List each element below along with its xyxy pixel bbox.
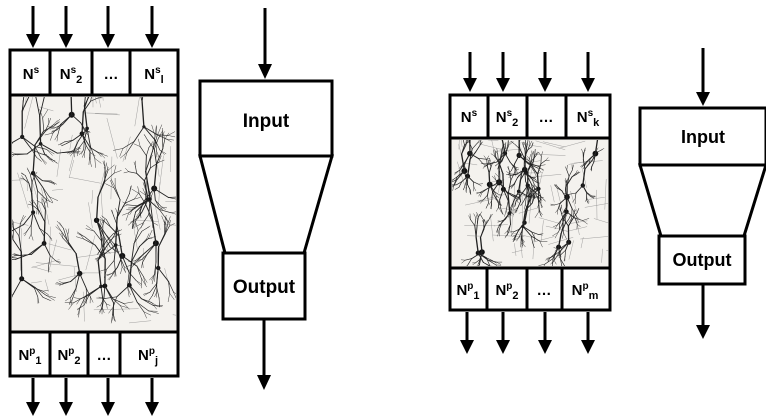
- right-sensory-cell-2: Ns2: [496, 108, 519, 129]
- left-output-label: Output: [233, 277, 296, 298]
- left-input-arrows: [26, 6, 159, 48]
- left-output-box: [221, 251, 307, 321]
- left-projection-cell-1: Np1: [18, 346, 41, 367]
- left-output-arrows: [26, 378, 159, 416]
- right-sensory-row: Ns Ns2 … Nsk: [448, 93, 612, 140]
- right-input-label: Input: [681, 127, 725, 147]
- right-sensory-cell-1: Ns: [461, 108, 478, 126]
- right-input-arrows: [463, 52, 595, 92]
- left-funnel: Input Output: [198, 8, 334, 390]
- right-projection-cell-2: Np2: [495, 281, 518, 302]
- left-funnel-taper: [198, 154, 334, 255]
- right-output-arrows: [460, 312, 595, 354]
- right-sensory-ellipsis: …: [539, 109, 554, 126]
- right-funnel-out-arrow: [696, 325, 710, 339]
- right-funnel-in-arrow: [696, 92, 710, 106]
- right-funnel: Input Output: [637, 48, 766, 339]
- right-funnel-taper: [637, 163, 766, 238]
- right-projection-cell-1: Np1: [456, 281, 479, 302]
- right-neuron-drawing: [448, 136, 612, 270]
- right-neuron-column: Ns Ns2 … Nsk Np1 Np2 … Npm: [448, 52, 612, 354]
- left-projection-cell-j: Npj: [138, 346, 158, 367]
- left-sensory-cell-l: Nsl: [144, 65, 163, 86]
- left-funnel-out-arrow: [257, 375, 271, 390]
- neuron-illustration-icon: [452, 140, 608, 266]
- left-sensory-cell-2: Ns2: [60, 65, 83, 86]
- right-projection-row: Np1 Np2 … Npm: [448, 266, 612, 312]
- left-funnel-in-arrow: [258, 64, 272, 79]
- left-sensory-cell-1: Ns: [23, 65, 40, 83]
- left-input-box: [198, 79, 334, 158]
- right-input-box: [638, 106, 766, 167]
- left-projection-row: Np1 Np2 … Npj: [8, 330, 180, 378]
- left-projection-ellipsis: …: [97, 347, 112, 364]
- right-output-label: Output: [673, 250, 732, 270]
- left-sensory-ellipsis: …: [104, 66, 119, 83]
- left-neuron-column: Ns Ns2 … Nsl Np1 Np2 … Npj: [8, 6, 180, 416]
- right-sensory-cell-k: Nsk: [577, 108, 600, 129]
- right-projection-cell-m: Npm: [572, 281, 599, 302]
- right-projection-ellipsis: …: [537, 282, 552, 299]
- neuron-illustration-icon: [12, 97, 176, 324]
- left-neuron-drawing: [8, 93, 180, 334]
- left-projection-cell-2: Np2: [57, 346, 80, 367]
- left-input-label: Input: [243, 111, 290, 132]
- left-sensory-row: Ns Ns2 … Nsl: [8, 48, 180, 97]
- right-output-box: [657, 234, 747, 286]
